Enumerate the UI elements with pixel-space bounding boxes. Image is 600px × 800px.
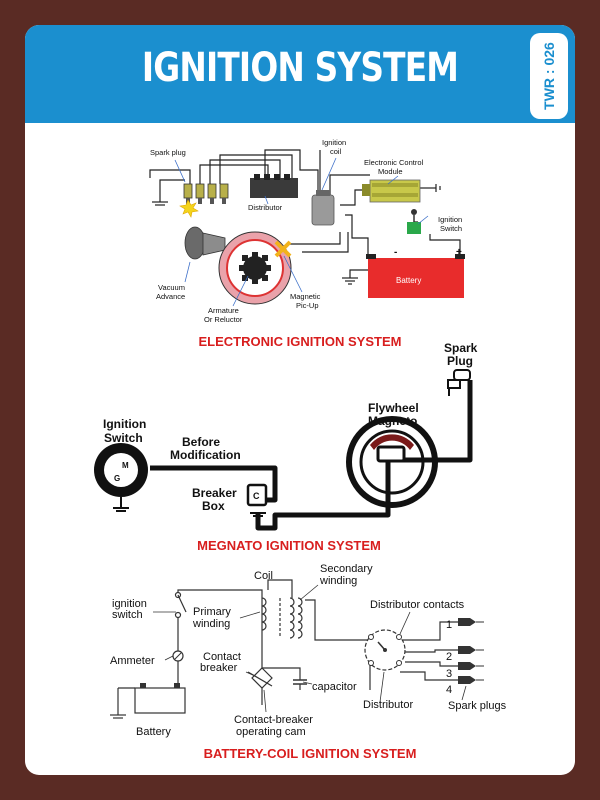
secondary-label-1: Secondary xyxy=(320,563,373,575)
flywheel-label-2: Magneto xyxy=(368,414,417,428)
breaker-box-icon xyxy=(246,483,268,517)
electronic-diagram: Battery - + xyxy=(149,138,465,349)
battery-coil-battery-icon xyxy=(110,683,186,719)
magneto-labels: Ignition Switch Before Modification Flyw… xyxy=(103,341,478,513)
capacitor-label: capacitor xyxy=(312,681,357,693)
breaker-label-2: Box xyxy=(202,499,225,513)
ammeter-label: Ammeter xyxy=(110,655,155,667)
battery-coil-label: Battery xyxy=(136,726,171,738)
armature-icon xyxy=(218,231,292,305)
battery-icon xyxy=(366,254,465,298)
num-4: 4 xyxy=(446,684,452,696)
num-2: 2 xyxy=(446,651,452,663)
battery-coil-wires xyxy=(117,579,458,715)
spark-plug-icons xyxy=(183,183,229,204)
ammeter-icon xyxy=(172,650,184,662)
magneto-diagram: M G C Ignition Switch Before Modificatio… xyxy=(94,341,478,553)
num-1: 1 xyxy=(446,619,452,631)
flywheel-magneto-icon xyxy=(346,416,438,508)
ign-switch-label-1: Ignition xyxy=(438,215,462,224)
spark-plugs-coil-icon xyxy=(458,618,484,684)
electronic-pointers xyxy=(174,157,429,307)
g-label: G xyxy=(114,474,120,483)
electronic-title: ELECTRONIC IGNITION SYSTEM xyxy=(199,334,402,349)
electronic-wires xyxy=(149,149,461,278)
primary-label-2: winding xyxy=(192,618,230,630)
distributor-coil-icon xyxy=(364,629,406,671)
battery-coil-labels: Coil Secondary winding ignition switch P… xyxy=(110,563,507,738)
breaker-label-1: Breaker xyxy=(192,486,237,500)
before-label-1: Before xyxy=(182,435,220,449)
magnetic-pickup-icon xyxy=(274,240,292,258)
spark-label-2: Plug xyxy=(447,354,473,368)
spark-plug-label: Spark plug xyxy=(150,148,186,157)
ignition-switch-magneto xyxy=(94,443,148,512)
cam-label-1: Contact-breaker xyxy=(234,714,313,726)
ignition-switch-coil-icon xyxy=(174,591,187,619)
contact-label-2: breaker xyxy=(200,662,238,674)
spark-icon xyxy=(179,199,199,218)
plus-label: + xyxy=(456,247,462,258)
control-module-icon xyxy=(362,179,421,203)
switch-label-1: Ignition xyxy=(103,417,146,431)
primary-label-1: Primary xyxy=(193,606,231,618)
header-bar: IGNITION SYSTEM TWR : 026 xyxy=(25,25,575,123)
cam-label-2: operating cam xyxy=(236,726,306,738)
battery-coil-pointers xyxy=(153,584,467,713)
battery-coil-diagram: Coil Secondary winding ignition switch P… xyxy=(110,563,507,761)
spark-plug-magneto-icon xyxy=(447,369,471,396)
secondary-label-2: winding xyxy=(319,575,357,587)
primary-winding-icon xyxy=(261,597,267,631)
code-badge: TWR : 026 xyxy=(530,33,568,119)
ecm-label-2: Module xyxy=(378,167,403,176)
minus-label: - xyxy=(394,247,397,258)
flywheel-label-1: Flywheel xyxy=(368,401,419,415)
electronic-labels: Spark plug Ignition coil Electronic Cont… xyxy=(150,138,462,324)
ign-switch-coil-label-1: ignition xyxy=(112,598,147,610)
coil-label: Coil xyxy=(254,570,273,582)
m-label: M xyxy=(122,461,129,470)
vacuum-label-1: Vacuum xyxy=(158,283,185,292)
secondary-winding-icon xyxy=(279,597,303,639)
ign-switch-coil-label-2: switch xyxy=(112,609,143,621)
dist-contacts-label: Distributor contacts xyxy=(370,599,465,611)
contact-label-1: Contact xyxy=(203,651,241,663)
page-title: IGNITION SYSTEM xyxy=(141,45,459,91)
switch-label-2: Switch xyxy=(104,431,143,445)
distributor-coil-label: Distributor xyxy=(363,699,413,711)
capacitor-icon xyxy=(293,679,307,690)
vacuum-label-2: Advance xyxy=(156,292,185,301)
pickup-label-2: Pic-Up xyxy=(296,301,319,310)
ignition-coil-label-1: Ignition xyxy=(322,138,346,147)
before-label-2: Modification xyxy=(170,448,241,462)
distributor-icon xyxy=(250,174,298,198)
pickup-label-1: Magnetic xyxy=(290,292,321,301)
ground-icons xyxy=(152,184,441,285)
armature-label-2: Or Reluctor xyxy=(204,315,243,324)
distributor-label: Distributor xyxy=(248,203,283,212)
contact-breaker-icon xyxy=(247,667,273,689)
spark-label-1: Spark xyxy=(444,341,478,355)
armature-label-1: Armature xyxy=(208,306,239,315)
ignition-coil-label-2: coil xyxy=(330,147,342,156)
ignition-switch-icon xyxy=(407,209,421,234)
magneto-title: MEGNATO IGNITION SYSTEM xyxy=(197,538,381,553)
vacuum-advance-icon xyxy=(184,226,226,260)
ignition-coil-icon xyxy=(311,190,335,226)
spark-plugs-label: Spark plugs xyxy=(448,700,507,712)
num-3: 3 xyxy=(446,668,452,680)
ecm-label-1: Electronic Control xyxy=(364,158,424,167)
battery-coil-title: BATTERY-COIL IGNITION SYSTEM xyxy=(204,746,417,761)
c-label: C xyxy=(253,491,260,501)
battery-label: Battery xyxy=(396,276,421,285)
ign-switch-label-2: Switch xyxy=(440,224,462,233)
